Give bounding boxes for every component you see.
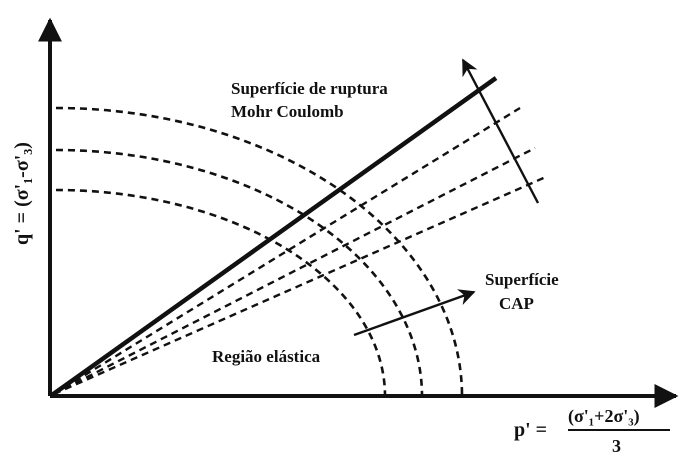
cap-arc-middle <box>55 148 424 397</box>
cap-surface-label-line1: Superfície <box>485 270 559 289</box>
x-axis-label-prefix: p' = <box>514 419 547 441</box>
cap-surface-label-line2: CAP <box>499 294 534 313</box>
dashed-yield-line-2 <box>53 146 536 396</box>
dashed-yield-line-3 <box>53 174 549 396</box>
cap-surface-arrow <box>353 289 476 337</box>
hardening-direction-arrow <box>461 58 540 204</box>
failure-surface-label-line2: Mohr Coulomb <box>231 102 344 121</box>
failure-surface-label-line1: Superfície de ruptura <box>231 79 388 98</box>
elastic-region-label: Região elástica <box>212 347 321 366</box>
cap-arc-inner <box>55 188 387 397</box>
mohr-coulomb-failure-line <box>50 76 498 397</box>
y-axis-label: q' = (σ'₁-σ'₃) <box>11 142 33 245</box>
cap-arc-outer <box>55 106 464 397</box>
x-axis-label-denominator: 3 <box>612 436 621 456</box>
x-axis-label-numerator: (σ'₁+2σ'₃) <box>568 406 640 427</box>
